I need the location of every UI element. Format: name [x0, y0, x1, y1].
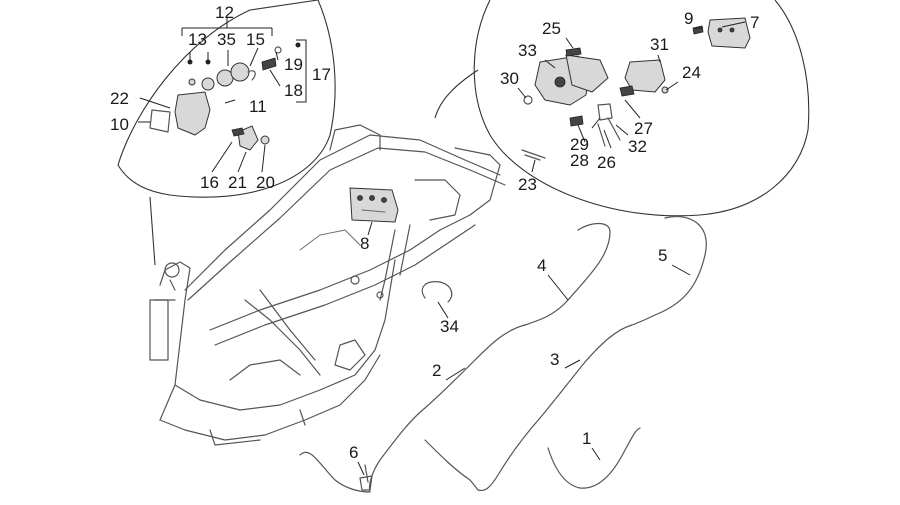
callout-5: 5 — [658, 246, 667, 265]
callout-23: 23 — [518, 175, 537, 194]
callout-28: 28 — [570, 151, 589, 170]
callout-33: 33 — [518, 41, 537, 60]
callout-15: 15 — [246, 30, 265, 49]
callout-9: 9 — [684, 9, 693, 28]
cable-4 — [524, 222, 611, 326]
callout-34: 34 — [440, 317, 459, 336]
right-bubble-parts — [521, 17, 751, 161]
callout-labels: 12 13 35 15 19 17 18 22 11 10 16 21 20 8… — [110, 3, 759, 462]
callout-35: 35 — [217, 30, 236, 49]
left-detail-bubble — [117, 0, 336, 266]
callout-17: 17 — [312, 65, 331, 84]
callout-16: 16 — [200, 173, 219, 192]
callout-13: 13 — [188, 30, 207, 49]
callout-29: 29 — [570, 135, 589, 154]
callout-27: 27 — [634, 119, 653, 138]
callout-22: 22 — [110, 89, 129, 108]
part-34-clip — [421, 281, 453, 303]
part-8-bracket — [349, 187, 399, 223]
callout-30: 30 — [500, 69, 519, 88]
cable-1 — [547, 427, 641, 489]
callout-18: 18 — [284, 81, 303, 100]
callout-4: 4 — [537, 256, 546, 275]
callout-3: 3 — [550, 350, 559, 369]
callout-6: 6 — [349, 443, 358, 462]
callout-32: 32 — [628, 137, 647, 156]
callout-8: 8 — [360, 234, 369, 253]
callout-19: 19 — [284, 55, 303, 74]
cable-2 — [299, 324, 526, 493]
cable-5 — [631, 216, 707, 326]
scooter-frame — [149, 124, 506, 446]
callout-31: 31 — [650, 35, 669, 54]
cables — [299, 216, 707, 493]
right-detail-bubble — [434, 0, 810, 217]
cable-6 — [359, 464, 373, 491]
cable-3 — [424, 324, 633, 492]
callout-2: 2 — [432, 361, 441, 380]
leader-lines — [138, 18, 746, 476]
callout-20: 20 — [256, 173, 275, 192]
callout-26: 26 — [597, 153, 616, 172]
left-bubble-parts — [149, 46, 282, 151]
callout-11: 11 — [249, 97, 267, 116]
callout-21: 21 — [228, 173, 247, 192]
callout-12: 12 — [215, 3, 234, 22]
callout-7: 7 — [750, 13, 759, 32]
callout-10: 10 — [110, 115, 129, 134]
callout-24: 24 — [682, 63, 701, 82]
callout-1: 1 — [582, 429, 591, 448]
callout-25: 25 — [542, 19, 561, 38]
